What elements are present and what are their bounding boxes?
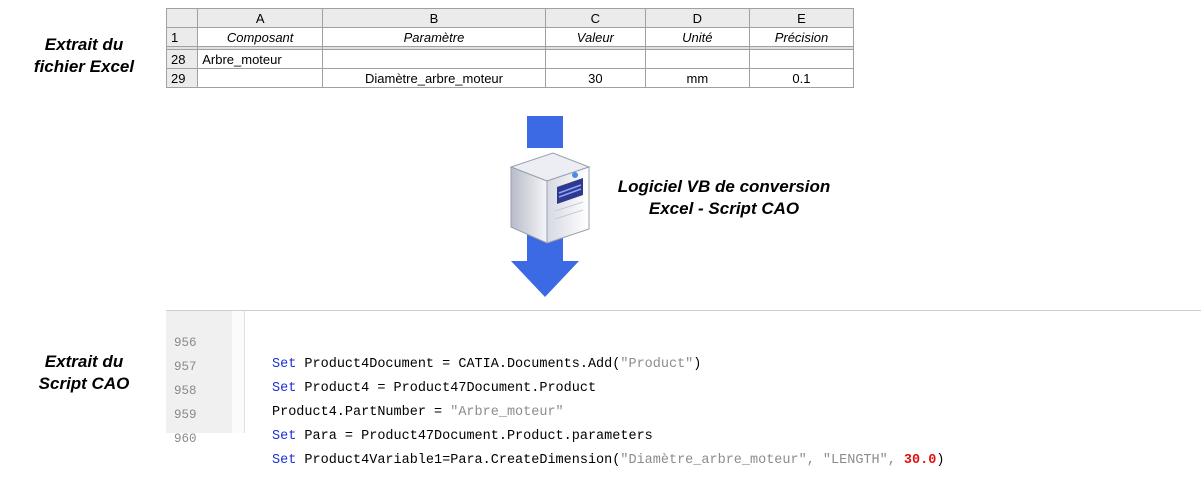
column-header: B [322, 8, 546, 28]
code-text: Set Product4Variable1=Para.CreateDimensi… [272, 450, 944, 471]
string-literal: "Diamètre_arbre_moteur", "LENGTH", [620, 453, 904, 468]
table-row: 28 Arbre_moteur [165, 49, 855, 69]
keyword: Set [272, 357, 297, 372]
table-cell: Composant [197, 27, 324, 47]
code-line: 959 Set Para = Product47Document.Product… [166, 384, 1201, 444]
string-literal: "Arbre_moteur" [450, 405, 564, 420]
code-margin [232, 311, 245, 433]
code-body: Product4.PartNumber = [272, 405, 451, 420]
table-cell [197, 68, 324, 88]
code-body: Product4 = Product47Document.Product [296, 381, 597, 396]
row-number: 28 [165, 49, 199, 69]
column-header: C [544, 8, 646, 28]
line-number: 958 [174, 384, 197, 398]
code-body: Product4Document = CATIA.Documents.Add( [296, 357, 621, 372]
script-extract-label: Extrait du Script CAO [10, 351, 158, 395]
excel-label-line2: fichier Excel [33, 57, 135, 76]
line-number: 960 [174, 432, 197, 446]
line-number-gutter [166, 311, 233, 433]
converter-label-line1: Logiciel VB de conversion [617, 177, 831, 196]
table-cell [748, 49, 855, 69]
column-header: D [644, 8, 750, 28]
table-cell: Valeur [544, 27, 646, 47]
table-row: 29 Diamètre_arbre_moteur 30 mm 0.1 [165, 68, 855, 88]
code-body: Product4Variable1=Para.CreateDimension( [296, 453, 621, 468]
code-line: 957 Set Product4 = Product47Document.Pro… [166, 336, 1201, 396]
converter-label-line2: Excel - Script CAO [648, 199, 800, 218]
table-cell: Précision [748, 27, 855, 47]
table-row: 1 Composant Paramètre Valeur Unité Préci… [165, 27, 855, 47]
table-cell: Unité [644, 27, 750, 47]
code-text: Set Product4Document = CATIA.Documents.A… [272, 354, 701, 375]
table-cell: Paramètre [322, 27, 546, 47]
corner-cell [165, 8, 199, 28]
table-cell [322, 49, 546, 69]
keyword: Set [272, 453, 297, 468]
number-literal: 30.0 [903, 453, 937, 468]
column-header: A [197, 8, 324, 28]
code-line: 960 Set Product4Variable1=Para.CreateDim… [166, 408, 1201, 468]
code-text: Set Product4 = Product47Document.Product [272, 378, 596, 399]
code-line: 958 Product4.PartNumber = "Arbre_moteur" [166, 360, 1201, 420]
line-number: 957 [174, 360, 197, 374]
table-cell: mm [644, 68, 750, 88]
keyword: Set [272, 381, 297, 396]
code-line: 956 Set Product4Document = CATIA.Documen… [166, 312, 1201, 372]
code-end: ) [693, 357, 702, 372]
code-body: Para = Product47Document.Product.paramet… [296, 429, 653, 444]
script-label-line2: Script CAO [38, 374, 130, 393]
row-number: 29 [165, 68, 199, 88]
table-cell: Diamètre_arbre_moteur [322, 68, 546, 88]
code-end: ) [936, 453, 945, 468]
arrow-down-head [511, 261, 579, 297]
table-cell: 30 [544, 68, 646, 88]
table-cell [544, 49, 646, 69]
arrow-down-top-shaft [527, 116, 563, 148]
table-cell: 0.1 [748, 68, 855, 88]
string-literal: "Product" [620, 357, 694, 372]
script-label-line1: Extrait du [44, 352, 124, 371]
column-header-row: A B C D E [165, 8, 855, 28]
code-text: Product4.PartNumber = "Arbre_moteur" [272, 402, 564, 423]
keyword: Set [272, 429, 297, 444]
excel-label-line1: Extrait du [44, 35, 124, 54]
code-text: Set Para = Product47Document.Product.par… [272, 426, 653, 447]
table-cell [644, 49, 750, 69]
cad-script-code: 956 Set Product4Document = CATIA.Documen… [166, 310, 1201, 468]
row-number: 1 [165, 27, 199, 47]
server-computer-icon [509, 152, 591, 244]
line-number: 956 [174, 336, 197, 350]
excel-sheet-extract: A B C D E 1 Composant Paramètre Valeur U… [165, 8, 855, 88]
line-number: 959 [174, 408, 197, 422]
converter-label: Logiciel VB de conversion Excel - Script… [596, 176, 852, 220]
column-header: E [748, 8, 855, 28]
excel-extract-label: Extrait du fichier Excel [10, 34, 158, 78]
table-cell: Arbre_moteur [197, 49, 324, 69]
